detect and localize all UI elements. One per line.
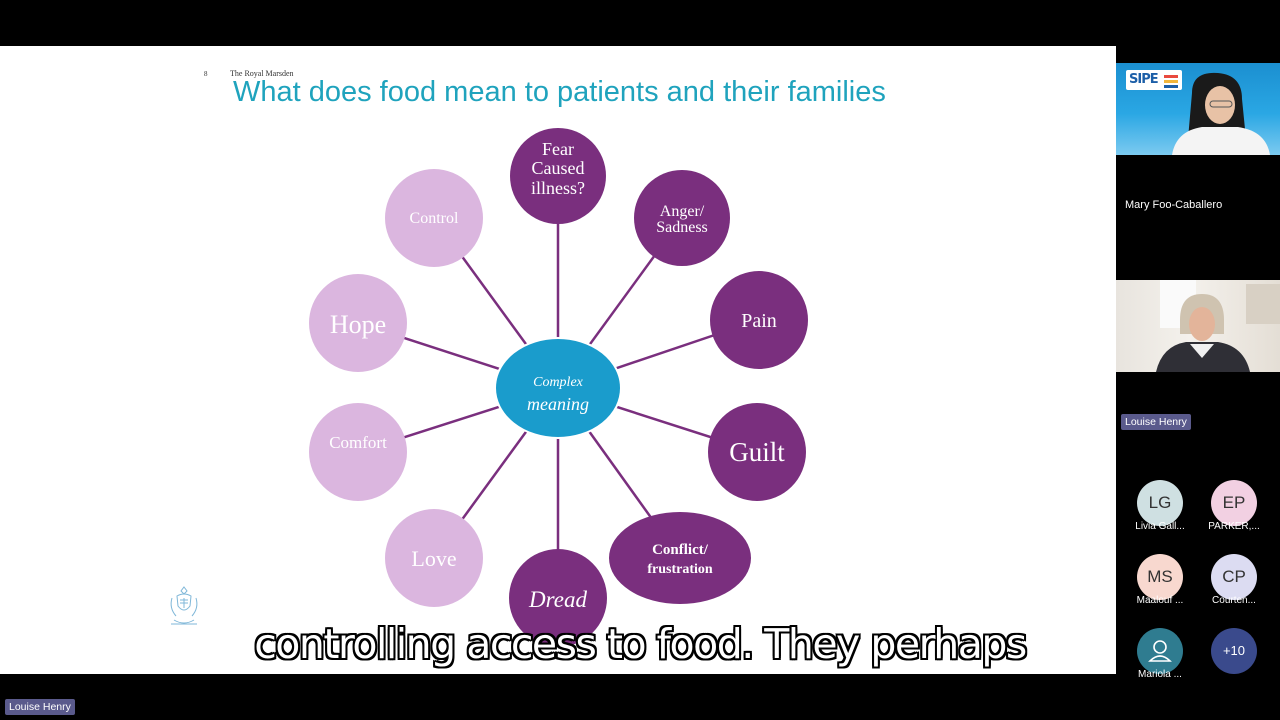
mary-video-person (1172, 72, 1270, 155)
node-fear-label-2: Caused (532, 158, 585, 178)
more-participants-count: +10 (1222, 643, 1246, 658)
node-center (494, 337, 622, 439)
node-guilt-label: Guilt (729, 437, 785, 467)
participant-name-mary: Mary Foo-Caballero (1125, 199, 1223, 211)
node-comfort-label: Comfort (329, 433, 387, 452)
node-anger-label-1: Anger/ (660, 203, 705, 220)
node-comfort (309, 403, 407, 501)
royal-marsden-crest-icon (170, 586, 198, 625)
slide-number: 8 (204, 70, 208, 78)
node-dread (509, 549, 607, 647)
center-label-2: meaning (527, 394, 589, 414)
sipe-logo-text: SIPE (1129, 72, 1159, 87)
node-dread-label: Dread (528, 587, 587, 612)
node-hope (309, 274, 407, 372)
avatar-name-ep: PARKER,... (1208, 521, 1260, 532)
slide-organization: The Royal Marsden (230, 69, 294, 78)
node-conflict-label-1: Conflict/ (652, 542, 709, 558)
node-fear-label-1: Fear (542, 139, 574, 159)
avatar-name-mariola: Mariola ... (1138, 669, 1182, 680)
participant-name-tag-louise: Louise Henry (1121, 414, 1191, 430)
node-control-label: Control (410, 210, 459, 227)
sipe-logo-stripes (1164, 75, 1178, 78)
avatar-mariola[interactable] (1137, 628, 1183, 674)
active-speaker-name-tag: Louise Henry (5, 699, 75, 715)
more-participants-button[interactable]: +10 (1211, 628, 1257, 674)
person-icon (1148, 640, 1172, 662)
node-pain-label: Pain (741, 310, 777, 332)
shared-slide: 8 The Royal Marsden What does food mean … (0, 46, 1116, 674)
avatar-lg[interactable]: LG (1137, 480, 1183, 526)
food-meaning-diagram: Fear Caused illness? Anger/ Sadness Pain… (309, 128, 808, 647)
node-love (385, 509, 483, 607)
node-hope-label: Hope (330, 310, 386, 339)
node-conflict-label-2: frustration (647, 562, 713, 577)
node-fear (510, 128, 606, 224)
video-tile-louise[interactable] (1116, 280, 1280, 372)
slide-title: What does food mean to patients and thei… (233, 76, 886, 108)
avatar-initials: MS (1147, 567, 1173, 586)
avatar-initials: LG (1148, 493, 1172, 512)
node-anger-label-2: Sadness (656, 219, 708, 236)
avatar-initials: CP (1222, 567, 1246, 586)
avatar-cp[interactable]: CP (1211, 554, 1257, 600)
center-label-1: Complex (533, 375, 584, 390)
louise-video-person (1156, 280, 1280, 372)
avatar-ep[interactable]: EP (1211, 480, 1257, 526)
node-control (385, 169, 483, 267)
node-guilt (708, 403, 806, 501)
node-conflict (609, 512, 751, 604)
participants-panel: SIPE Mary Foo-Caballero Louise Henry LG … (1116, 0, 1280, 720)
sipe-logo-badge: SIPE (1126, 70, 1182, 90)
avatar-name-ms: Maalouf ... (1136, 595, 1184, 606)
node-anger (634, 170, 730, 266)
node-fear-label-3: illness? (531, 178, 585, 198)
avatar-name-cp: Courten... (1212, 595, 1256, 606)
avatar-ms[interactable]: MS (1137, 554, 1183, 600)
avatar-name-lg: Livia Gall... (1135, 521, 1185, 532)
video-tile-mary[interactable]: SIPE (1116, 63, 1280, 155)
avatar-initials: EP (1222, 493, 1246, 512)
node-love-label: Love (411, 546, 456, 571)
node-pain (710, 271, 808, 369)
live-caption: controlling access to food. They perhaps (254, 620, 1027, 668)
